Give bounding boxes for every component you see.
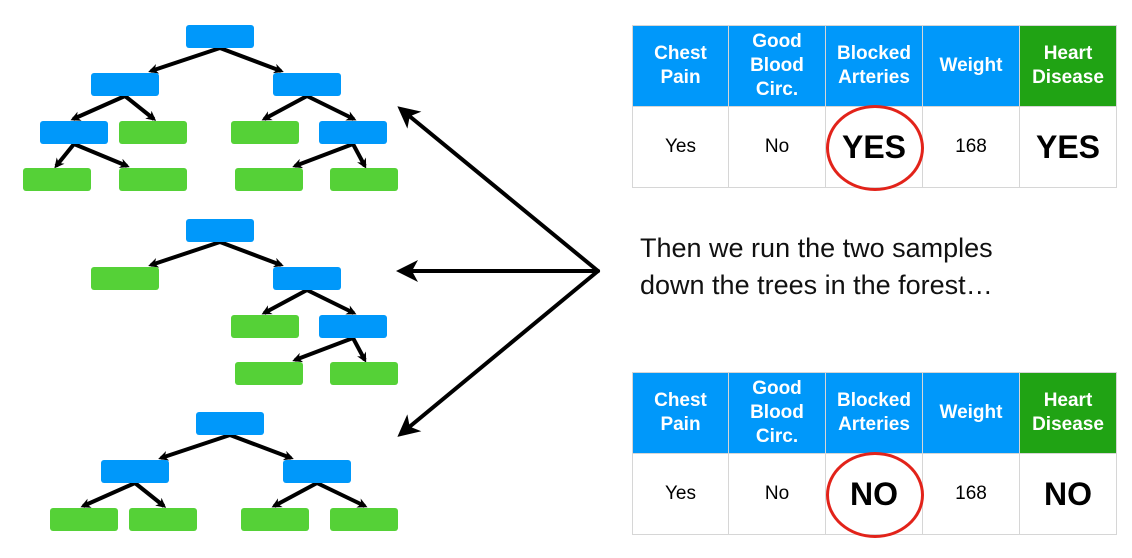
header-blocked-arteries: Blocked Arteries — [825, 372, 923, 454]
caption: Then we run the two samples down the tre… — [640, 230, 1100, 304]
leaf-node — [231, 121, 299, 144]
tree-1 — [23, 25, 398, 191]
decision-node — [273, 73, 341, 96]
tree-edge-arrow — [133, 481, 167, 508]
header-chest-pain: Chest Pain — [632, 25, 729, 107]
leaf-node — [119, 168, 187, 191]
table-header-row: Chest Pain Good Blood Circ. Blocked Arte… — [632, 372, 1117, 454]
leaf-node — [119, 121, 187, 144]
table-row: Yes No NO 168 NO — [632, 452, 1117, 538]
decision-node — [91, 73, 159, 96]
cell-weight: 168 — [922, 106, 1020, 188]
decision-node — [186, 219, 254, 242]
tree-edge-arrow — [271, 481, 318, 508]
tree-edge-arrow — [229, 433, 294, 461]
highlight-circle — [826, 105, 924, 191]
cell-chest-pain: Yes — [632, 453, 729, 535]
tree-edge-arrow — [261, 94, 308, 121]
leaf-node — [91, 267, 159, 290]
leaf-node — [50, 508, 118, 531]
tree-edge-arrow — [219, 46, 284, 74]
fan-arrows — [396, 106, 600, 437]
decision-node — [319, 315, 387, 338]
decision-node — [196, 412, 264, 435]
leaf-node — [231, 315, 299, 338]
sample-table-2: Chest Pain Good Blood Circ. Blocked Arte… — [632, 372, 1117, 538]
header-good-blood-circ: Good Blood Circ. — [728, 25, 826, 107]
sample-table-1: Chest Pain Good Blood Circ. Blocked Arte… — [632, 25, 1117, 191]
tree-edge-arrow — [148, 240, 221, 268]
tree-edge-arrow — [351, 143, 367, 169]
tree-2 — [91, 219, 398, 385]
arrow-to-tree-1 — [397, 106, 600, 273]
leaf-node — [23, 168, 91, 191]
header-heart-disease: Heart Disease — [1019, 372, 1117, 454]
tree-edge-arrow — [54, 142, 76, 169]
tree-edge-arrow — [148, 46, 221, 74]
leaf-node — [330, 168, 398, 191]
trees-layer — [23, 25, 398, 531]
header-weight: Weight — [922, 25, 1020, 107]
header-heart-disease: Heart Disease — [1019, 25, 1117, 107]
tree-edge-arrow — [158, 433, 231, 461]
tree-edge-arrow — [292, 336, 354, 363]
decision-node — [186, 25, 254, 48]
cell-weight: 168 — [922, 453, 1020, 535]
cell-chest-pain: Yes — [632, 106, 729, 188]
decision-node — [319, 121, 387, 144]
tree-edge-arrow — [306, 94, 357, 121]
tree-edge-arrow — [80, 481, 136, 508]
caption-line-1: Then we run the two samples — [640, 233, 993, 263]
decision-node — [101, 460, 169, 483]
arrow-to-tree-3 — [397, 269, 600, 437]
leaf-node — [235, 362, 303, 385]
header-chest-pain: Chest Pain — [632, 372, 729, 454]
cell-blocked-arteries: YES — [825, 105, 924, 191]
decision-node — [273, 267, 341, 290]
highlight-circle — [826, 452, 924, 538]
tree-3 — [50, 412, 398, 531]
decision-node — [283, 460, 351, 483]
cell-heart-disease: YES — [1019, 106, 1117, 188]
table-header-row: Chest Pain Good Blood Circ. Blocked Arte… — [632, 25, 1117, 107]
cell-good-blood-circ: No — [728, 453, 826, 535]
tree-edge-arrow — [351, 337, 367, 363]
header-blocked-arteries: Blocked Arteries — [825, 25, 923, 107]
leaf-node — [241, 508, 309, 531]
cell-heart-disease: NO — [1019, 453, 1117, 535]
tree-edge-arrow — [261, 288, 308, 315]
header-good-blood-circ: Good Blood Circ. — [728, 372, 826, 454]
table-row: Yes No YES 168 YES — [632, 105, 1117, 191]
leaf-node — [235, 168, 303, 191]
decision-node — [40, 121, 108, 144]
tree-edge-arrow — [70, 94, 126, 121]
cell-blocked-arteries: NO — [825, 452, 924, 538]
tree-edge-arrow — [306, 288, 357, 315]
tree-edge-arrow — [292, 142, 354, 169]
caption-line-2: down the trees in the forest… — [640, 270, 993, 300]
tree-edge-arrow — [123, 94, 157, 121]
leaf-node — [129, 508, 197, 531]
tree-edge-arrow — [219, 240, 284, 268]
header-weight: Weight — [922, 372, 1020, 454]
tree-edge-arrow — [316, 481, 368, 508]
tree-edge-arrow — [73, 142, 130, 168]
leaf-node — [330, 362, 398, 385]
cell-good-blood-circ: No — [728, 106, 826, 188]
leaf-node — [330, 508, 398, 531]
